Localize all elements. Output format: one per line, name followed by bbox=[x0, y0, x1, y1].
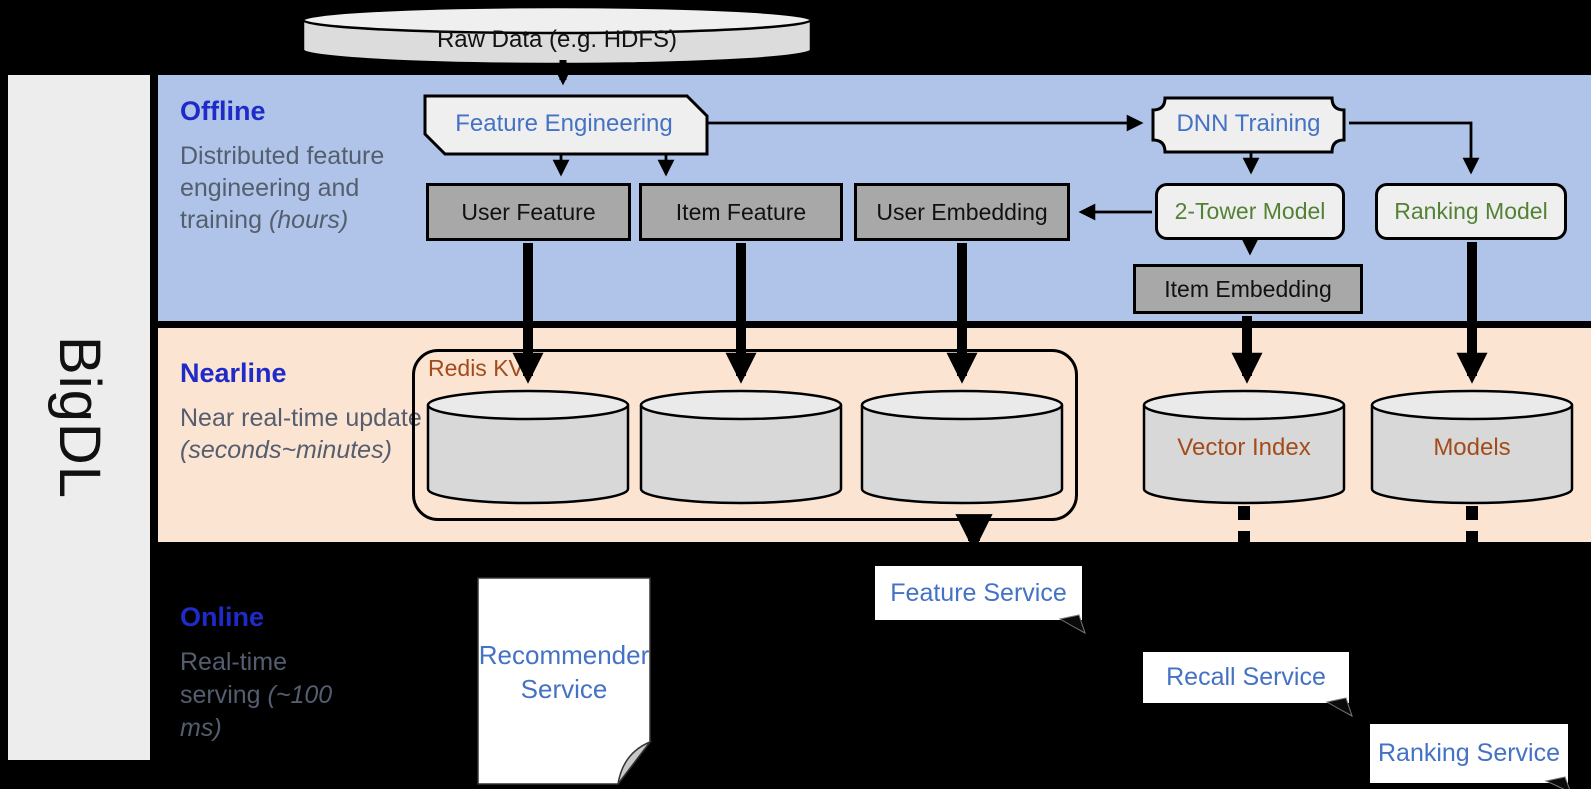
redis-cylinder-3 bbox=[860, 389, 1064, 505]
offline-subtitle: Distributed feature engineering and trai… bbox=[180, 140, 392, 236]
dnn-training-shape bbox=[1151, 96, 1346, 154]
redis-cylinder-1 bbox=[426, 389, 630, 505]
offline-title: Offline bbox=[180, 96, 266, 126]
feature-service-card: Feature Service bbox=[875, 566, 1082, 620]
user-embedding-node: User Embedding bbox=[854, 183, 1070, 241]
online-subtitle-italic: (~100 ms) bbox=[180, 681, 333, 742]
redis-cylinder-2 bbox=[639, 389, 843, 505]
nearline-subtitle: Near real-time update (seconds~minutes) bbox=[180, 402, 422, 466]
online-subtitle: Real-time serving (~100 ms) bbox=[180, 646, 342, 745]
recommender-service-label: Recommender Service bbox=[478, 640, 650, 704]
nearline-subtitle-italic: (seconds~minutes) bbox=[180, 436, 392, 464]
redis-kv-label: Redis KV bbox=[428, 355, 524, 381]
models-cylinder bbox=[1370, 389, 1574, 505]
recall-service-card: Recall Service bbox=[1143, 652, 1349, 703]
vector-index-label: Vector Index bbox=[1177, 434, 1311, 461]
item-embedding-node: Item Embedding bbox=[1133, 264, 1363, 314]
online-title: Online bbox=[180, 602, 265, 632]
raw-data-cylinder bbox=[301, 5, 813, 66]
user-feature-node: User Feature bbox=[426, 183, 631, 241]
online-subtitle-text: Real-time serving bbox=[180, 648, 287, 709]
nearline-title: Nearline bbox=[180, 358, 287, 388]
feature-engineering-shape bbox=[423, 94, 709, 156]
recommender-service-document bbox=[477, 577, 653, 785]
offline-subtitle-text: Distributed feature engineering and trai… bbox=[180, 142, 385, 234]
folded-corner bbox=[617, 740, 653, 785]
vector-index-cylinder bbox=[1142, 389, 1346, 505]
offline-subtitle-italic: (hours) bbox=[268, 206, 349, 234]
nearline-subtitle-text: Near real-time update bbox=[180, 404, 422, 432]
models-label: Models bbox=[1433, 434, 1511, 461]
raw-data-label: Raw Data (e.g. HDFS) bbox=[436, 26, 678, 53]
two-tower-model-node: 2-Tower Model bbox=[1155, 183, 1345, 240]
dnn-training-label: DNN Training bbox=[1176, 110, 1321, 137]
item-feature-node: Item Feature bbox=[639, 183, 843, 241]
bigdl-sidebar: BigDL bbox=[8, 75, 150, 760]
ranking-model-node: Ranking Model bbox=[1375, 183, 1567, 240]
ranking-service-card: Ranking Service bbox=[1370, 724, 1568, 783]
bigdl-brand-label: BigDL bbox=[46, 336, 112, 499]
feature-engineering-label: Feature Engineering bbox=[455, 110, 673, 137]
